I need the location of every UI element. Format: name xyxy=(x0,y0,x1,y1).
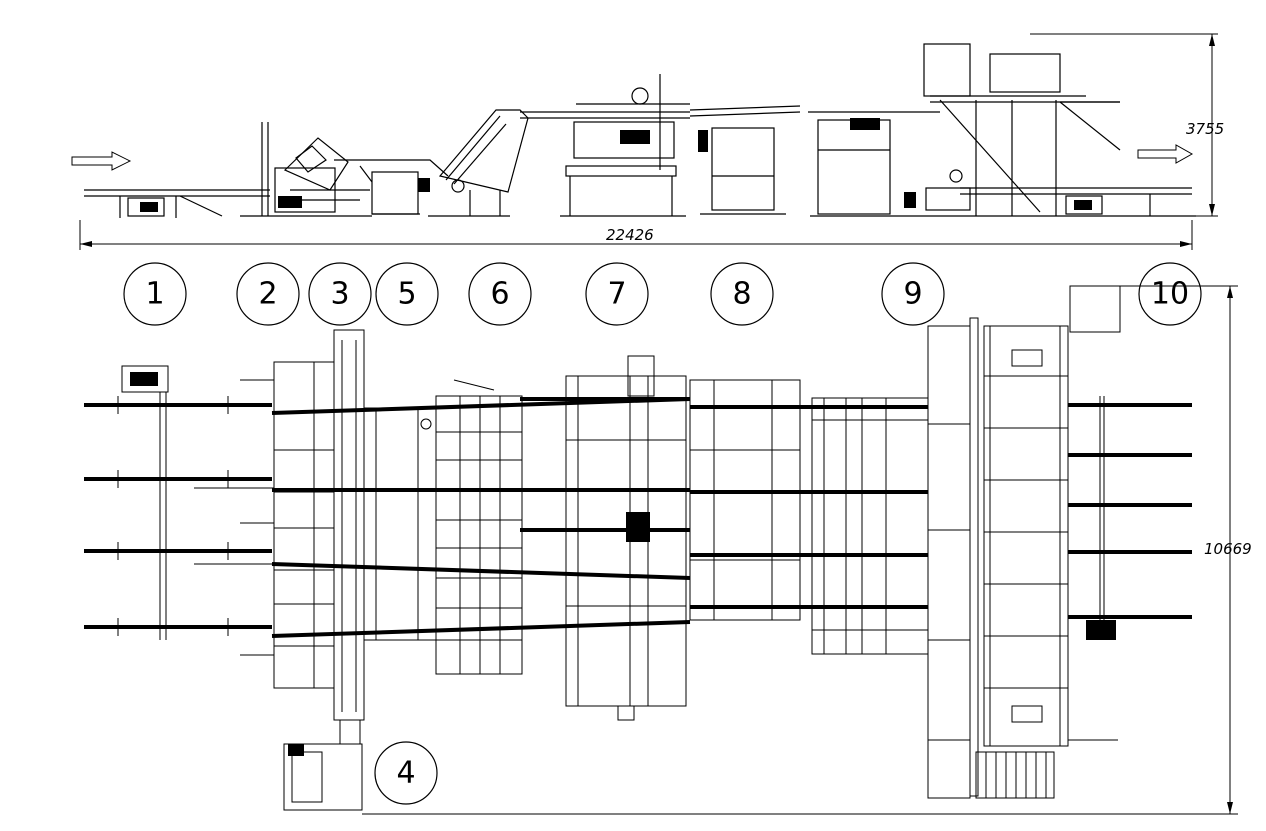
plan-station-10 xyxy=(927,285,1192,799)
svg-text:3: 3 xyxy=(330,277,349,312)
station-6-callout: 6 xyxy=(468,262,532,326)
station-5-callout: 5 xyxy=(375,262,439,326)
station-3-callout: 3 xyxy=(308,262,372,326)
station-2-callout: 2 xyxy=(236,262,300,326)
svg-text:8: 8 xyxy=(732,277,751,312)
overall-length-dimension xyxy=(79,220,1193,250)
svg-text:4: 4 xyxy=(396,756,415,791)
plan-station-8 xyxy=(689,379,801,621)
overall-height-dimension xyxy=(1030,33,1218,217)
svg-text:6: 6 xyxy=(490,277,509,312)
height-dimension-label: 3755 xyxy=(1186,120,1224,138)
plan-station-7 xyxy=(565,355,687,721)
svg-text:1: 1 xyxy=(145,277,164,312)
plan-station-9 xyxy=(806,397,929,655)
plan-view xyxy=(84,285,1192,811)
svg-text:2: 2 xyxy=(258,277,277,312)
svg-text:5: 5 xyxy=(397,277,416,312)
station-8-callout: 8 xyxy=(710,262,774,326)
station-10-callout: 10 xyxy=(1138,262,1202,326)
length-dimension-label: 22426 xyxy=(606,226,654,244)
svg-text:9: 9 xyxy=(903,277,922,312)
svg-text:10: 10 xyxy=(1151,277,1189,312)
plan-station-6 xyxy=(435,379,523,675)
station-1-callout: 1 xyxy=(123,262,187,326)
plan-lane-rods-mid xyxy=(271,397,806,638)
station-9-callout: 9 xyxy=(881,262,945,326)
flow-in-arrow xyxy=(71,151,132,171)
plan-station-1-infeed xyxy=(84,365,274,656)
station-7-callout: 7 xyxy=(585,262,649,326)
flow-out-arrow xyxy=(1137,144,1194,164)
side-elevation-view xyxy=(71,43,1196,218)
overall-width-dimension xyxy=(362,285,1238,815)
station-4-callout: 4 xyxy=(374,741,438,805)
svg-text:7: 7 xyxy=(607,277,626,312)
width-dimension-label: 10669 xyxy=(1204,540,1252,558)
plan-station-5 xyxy=(363,407,437,641)
